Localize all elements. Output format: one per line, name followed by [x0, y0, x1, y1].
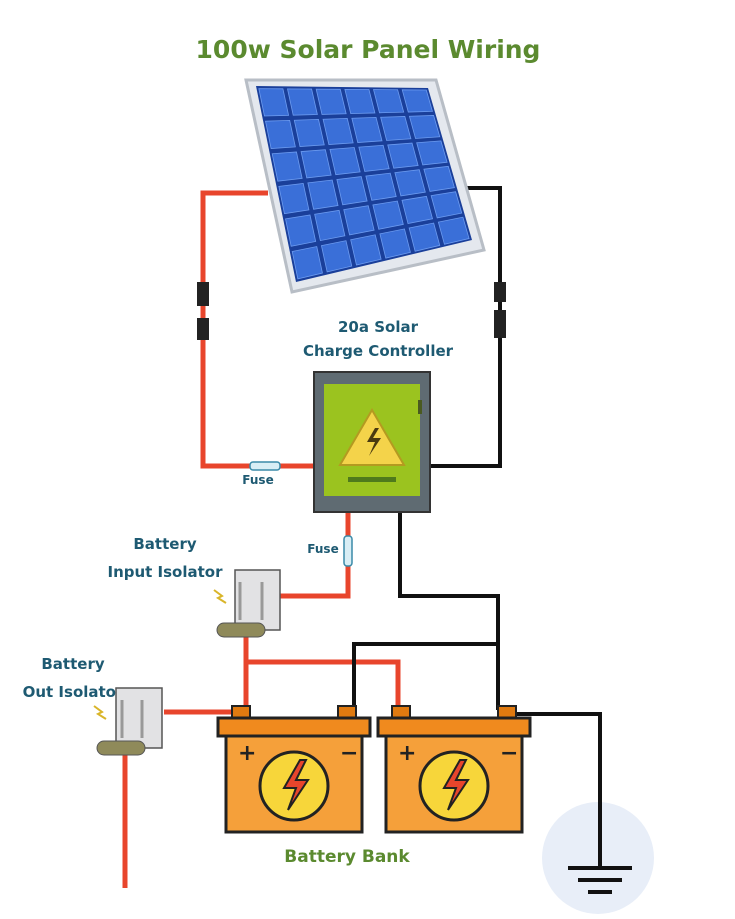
minus-sign: −	[500, 741, 518, 766]
solar-cell	[401, 89, 433, 113]
battery-2: + −	[376, 705, 532, 834]
solar-cell	[379, 228, 411, 259]
solar-panel	[244, 78, 486, 294]
solar-cell	[278, 183, 310, 215]
ground-symbol	[542, 714, 654, 914]
solar-cell	[285, 214, 317, 247]
solar-cell	[437, 216, 470, 245]
solar-cell	[291, 246, 323, 280]
solar-cell	[372, 200, 404, 230]
plus-sign: +	[398, 741, 416, 766]
plus-sign: +	[238, 741, 256, 766]
out-isolator-switch	[93, 687, 163, 756]
spark-icon	[213, 589, 227, 604]
fuse-bottom	[343, 535, 353, 567]
solar-cell	[380, 116, 412, 141]
solar-cell	[293, 118, 325, 147]
solar-cell	[358, 144, 390, 172]
solar-cell	[373, 89, 405, 114]
solar-cell	[350, 234, 382, 266]
input-isolator-switch	[213, 569, 281, 638]
minus-sign: −	[340, 741, 358, 766]
controller-label-line1: 20a Solar	[338, 318, 419, 336]
solar-cell	[351, 117, 383, 143]
controller-label-line2: Charge Controller	[303, 342, 454, 360]
fuse-top-label: Fuse	[242, 473, 273, 487]
lightning-icon	[442, 759, 470, 811]
solar-cell	[423, 165, 455, 192]
solar-cell	[287, 88, 318, 116]
out-isolator-label-line2: Out Isolator	[23, 683, 124, 701]
solar-cell	[408, 115, 441, 139]
solar-cell	[344, 88, 376, 115]
solar-cell	[394, 169, 426, 197]
solar-cell	[365, 172, 397, 201]
solar-cell	[387, 142, 419, 169]
solar-cell	[271, 151, 303, 182]
lightning-icon	[282, 759, 310, 811]
spark-icon	[93, 705, 107, 720]
solar-cell	[265, 119, 296, 149]
solar-cell	[307, 179, 339, 210]
diagram-title: 100w Solar Panel Wiring	[196, 35, 541, 64]
solar-cell	[430, 191, 463, 219]
lightning-icon	[367, 428, 381, 456]
solar-cell	[408, 222, 441, 252]
solar-cell	[329, 147, 361, 176]
fuse-bottom-label: Fuse	[307, 542, 338, 556]
battery-bank-label: Battery Bank	[284, 847, 410, 867]
fuse-top	[249, 461, 281, 471]
solar-cell	[314, 209, 346, 242]
solar-cell	[336, 176, 368, 206]
solar-cell	[300, 149, 332, 179]
input-isolator-label-line1: Battery	[133, 535, 196, 553]
mc4-connector-positive	[197, 282, 209, 340]
charge-controller	[313, 371, 431, 513]
solar-cell	[401, 195, 434, 225]
solar-cell	[320, 240, 353, 273]
solar-cell	[416, 140, 448, 166]
mc4-connector-negative	[494, 282, 506, 338]
solar-cell	[315, 88, 347, 115]
out-isolator-label-line1: Battery	[41, 655, 104, 673]
battery-1: + −	[216, 705, 372, 834]
solar-cell	[343, 205, 375, 236]
solar-cell	[322, 117, 354, 145]
solar-cell	[258, 88, 290, 117]
input-isolator-label-line2: Input Isolator	[107, 563, 223, 581]
